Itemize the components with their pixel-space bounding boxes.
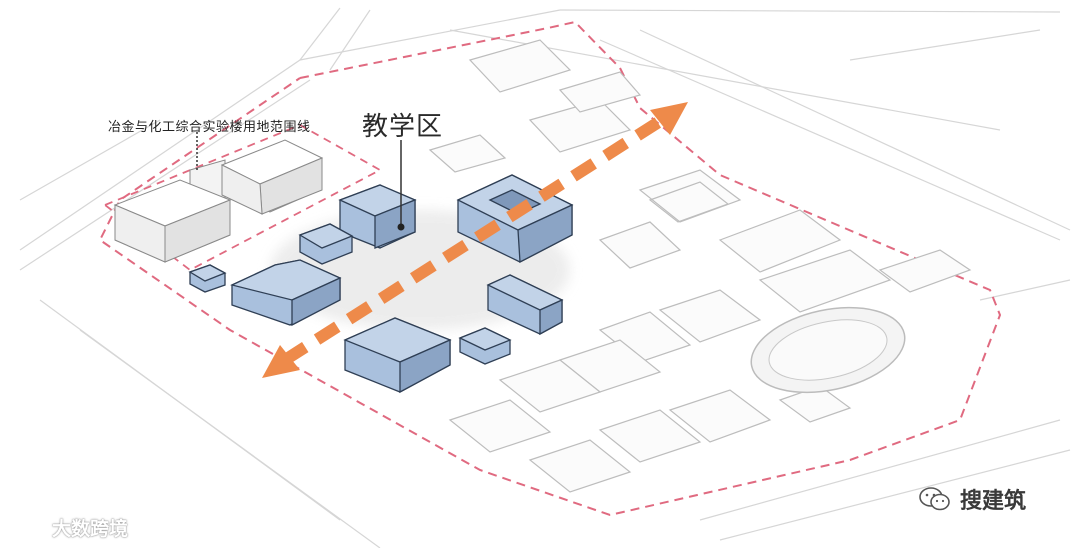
wechat-icon [919,487,950,511]
arrowhead-upper [650,102,688,135]
running-track [750,306,906,394]
teaching-zone-label: 教学区 [362,112,444,142]
site-boundary-label: 冶金与化工综合实验楼用地范围线 [108,120,311,135]
watermark-right: 搜建筑 [918,483,1026,515]
lab-buildings [113,139,324,263]
bubble-logo-icon [10,519,47,536]
context-roads [19,7,1071,548]
watermark-right-text: 搜建筑 [960,489,1027,514]
context-buildings [428,39,972,493]
watermark-left: 大数跨境 [10,514,128,541]
teaching-leader-dot [397,223,405,231]
teaching-buildings [188,174,574,394]
site-boundary-line [98,20,1002,517]
circulation-arrow [262,102,688,378]
watermark-left-text: 大数跨境 [52,518,129,540]
arrowhead-lower [262,345,300,378]
